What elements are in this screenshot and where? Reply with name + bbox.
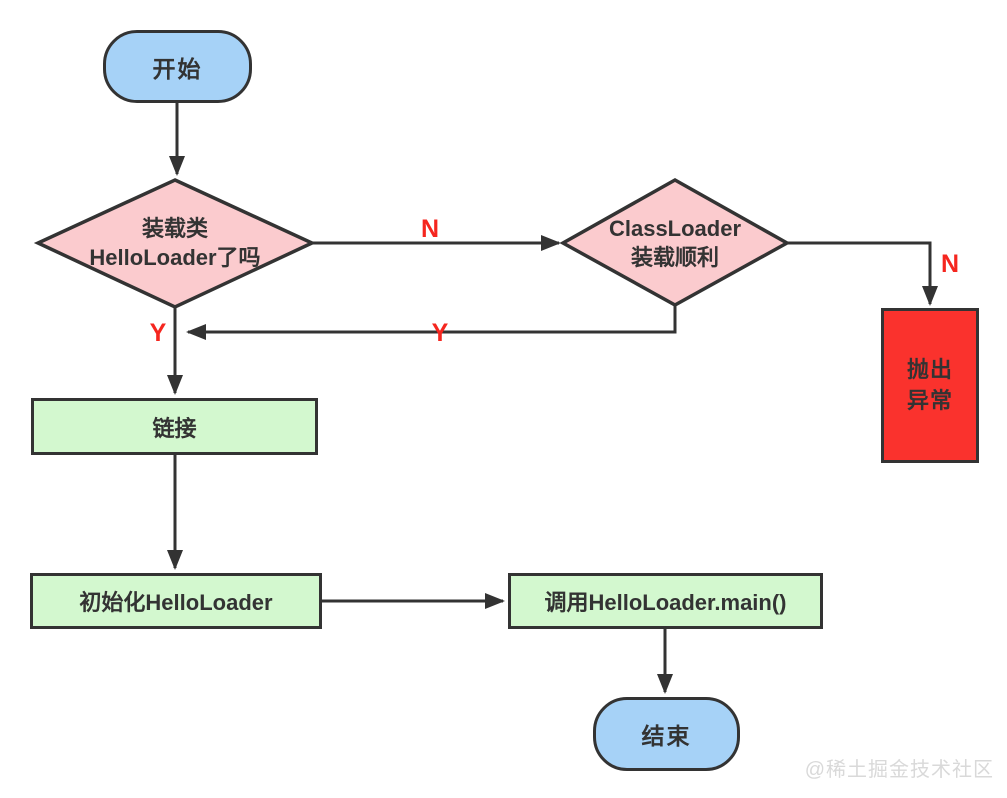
decision-classloader-line1: ClassLoader <box>608 215 742 241</box>
decision-load-class-line1: 装载类 <box>141 215 208 241</box>
end-label: 结束 <box>641 723 692 749</box>
link-node: 链接 <box>31 398 318 455</box>
edge-label-classloader-no: N <box>940 250 960 278</box>
throw-exception-node: 抛出 异常 <box>881 308 979 463</box>
call-main-node: 调用HelloLoader.main() <box>508 573 823 629</box>
edge-decision-classloader-no-to-exception <box>787 241 938 306</box>
edge-decision-classloader-yes-to-link-path <box>186 305 677 340</box>
init-helloloader-node: 初始化HelloLoader <box>30 573 322 629</box>
edge-label-classloader-yes: Y <box>431 319 449 347</box>
call-main-label: 调用HelloLoader.main() <box>544 590 787 615</box>
decision-classloader-label: ClassLoader 装载顺利 <box>565 206 785 280</box>
throw-exception-line1: 抛出 <box>906 356 953 382</box>
decision-load-class-line2: HelloLoader了吗 <box>89 245 261 270</box>
start-node: 开始 <box>103 30 252 103</box>
decision-classloader-line2: 装载顺利 <box>630 245 719 270</box>
throw-exception-line2: 异常 <box>906 387 953 413</box>
edge-label-load-yes: Y <box>149 319 167 347</box>
start-label: 开始 <box>152 55 203 82</box>
decision-load-class-label: 装载类 HelloLoader了吗 <box>45 206 305 280</box>
watermark-text: @稀土掘金技术社区 <box>804 759 994 781</box>
decision-load-class-diamond <box>33 178 317 309</box>
end-node: 结束 <box>593 697 740 771</box>
init-helloloader-label: 初始化HelloLoader <box>79 590 273 615</box>
decision-classloader-diamond <box>559 177 791 308</box>
edge-label-load-no: N <box>420 215 440 243</box>
link-label: 链接 <box>152 415 197 441</box>
